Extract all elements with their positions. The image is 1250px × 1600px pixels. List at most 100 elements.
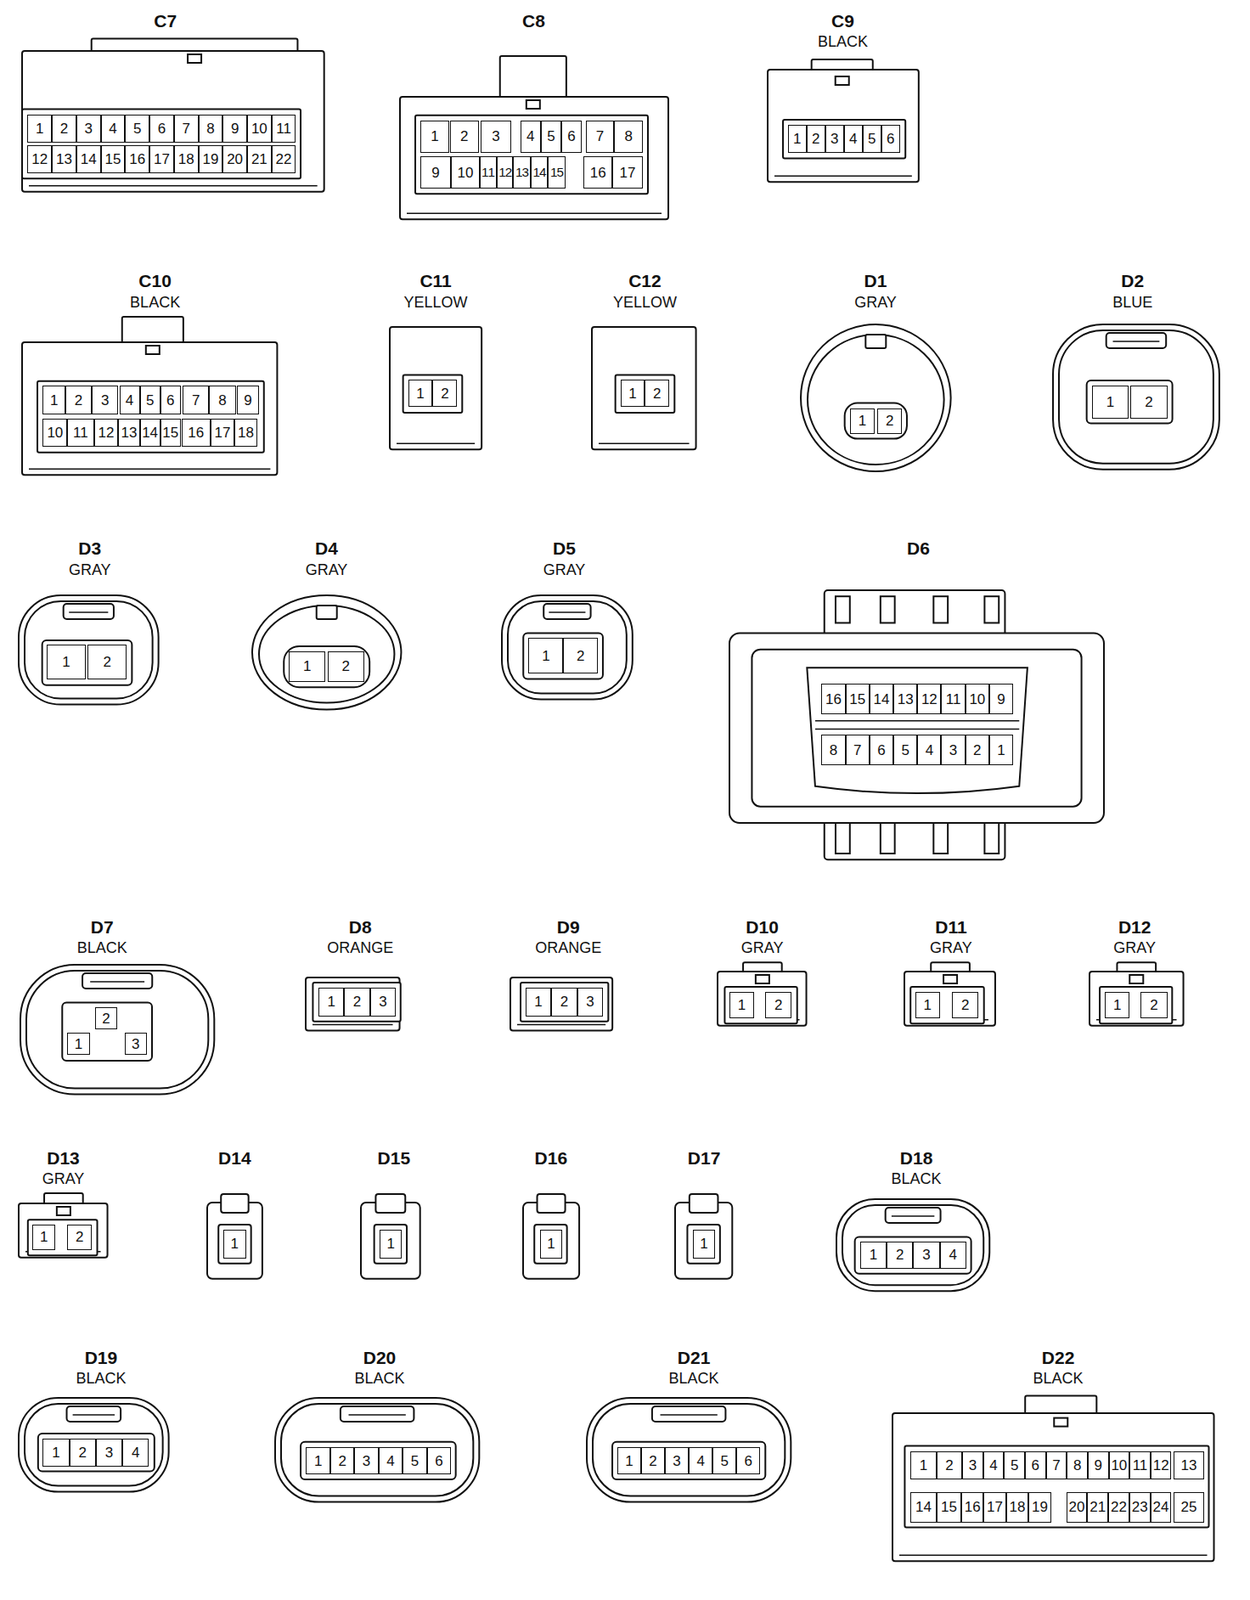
pin-cell: 9 [236,385,260,415]
housing-rail [406,213,662,215]
pin-cell: 21 [247,145,272,175]
connector-housing [904,971,996,1026]
housing-color: GRAY [741,940,784,956]
pin-number: 5 [900,743,909,758]
pin-cell: 1 [288,651,326,682]
pin-number: 11 [945,692,962,707]
connector-face: D2BLUE12 [1052,324,1220,470]
pin-cell: 4 [688,1447,713,1475]
pin-number: 8 [829,743,838,758]
pin-number: 13 [897,692,914,707]
connector-face: C712345678910111213141516171819202122 [22,50,325,192]
pin-cavity [520,982,609,1022]
pin-cell: 16 [583,156,613,189]
pin-cavity [37,1433,154,1471]
pin-cell: 6 [736,1447,761,1475]
pin-number: 24 [1153,1499,1170,1515]
pin-number: 1 [314,1453,322,1469]
pin-cavity [27,1219,97,1256]
pin-cell: 5 [712,1447,737,1475]
pin-cell: 5 [402,1447,427,1475]
connector-code: C9 [831,11,855,30]
pin-cell: 10 [247,114,272,144]
pin-cell: 16 [124,145,150,175]
pin-cell: 7 [585,120,615,153]
pin-cell: 24 [1150,1492,1172,1523]
pin-cell: 1 [46,644,86,680]
pin-number: 1 [50,393,58,408]
pin-cell: 17 [612,156,643,189]
pin-number: 5 [867,131,876,147]
pin-number: 4 [949,1247,958,1262]
pin-cell: 2 [343,987,370,1017]
pin-number: 6 [743,1453,752,1469]
housing-color: BLACK [669,1370,720,1386]
pin-cell: 15 [160,418,181,448]
pin-number: 1 [793,131,801,147]
pin-cell: 13 [51,145,77,175]
latch-tab [316,605,338,620]
pin-cell: 5 [140,385,161,415]
connector-housing [586,1397,791,1503]
pin-cell: 2 [563,637,598,674]
pin-cell: 2 [886,1241,913,1268]
pin-number: 7 [1052,1458,1060,1473]
pin-number: 1 [416,386,424,401]
pin-cell: 8 [198,114,224,144]
pin-cavity [300,1441,457,1480]
housing-color: BLACK [891,1171,942,1187]
pin-cell: 14 [76,145,102,175]
pin-cavity [313,982,401,1022]
pin-number: 2 [811,131,820,147]
pin-cell: 2 [330,1447,355,1475]
pin-number: 8 [218,393,226,408]
pin-number: 2 [342,658,350,674]
pin-cell: 3 [91,385,119,415]
connector-face: D11GRAY12 [904,971,996,1026]
pin-number: 1 [534,994,542,1009]
pin-cavity [283,646,370,687]
latch-line [659,1413,717,1416]
pin-number: 6 [434,1453,443,1469]
connector-code: D12 [1118,917,1152,936]
pin-number: 1 [869,1247,878,1262]
pin-cavity [612,1441,766,1480]
pin-cell: 1 [860,1241,887,1268]
housing-seal [842,1204,984,1285]
pin-number: 12 [97,425,114,440]
pin-number: 5 [146,393,154,408]
housing-seal [24,1403,164,1487]
pin-number: 3 [101,393,109,408]
pin-number: 1 [1106,394,1115,410]
pin-number: 1 [230,1236,239,1251]
pin-cell: 19 [198,145,224,175]
pin-number: 5 [546,129,555,144]
housing-color: ORANGE [326,940,394,956]
pin-number: 4 [125,393,134,408]
pin-number: 4 [989,1458,997,1473]
pin-cell: 1 [27,114,52,144]
pin-cavity [724,986,797,1024]
pin-number: 3 [922,1247,930,1262]
latch-tab [543,603,591,620]
pin-cell: 8 [613,120,643,153]
pin-number: 20 [226,152,243,167]
pin-cell: 1 [540,1229,563,1259]
pin-number: 6 [886,131,895,147]
housing-color: YELLOW [613,294,677,310]
pin-cavity [910,986,985,1024]
pin-cell: 1 [223,1229,246,1259]
connector-face: D20BLACK123456 [275,1397,479,1503]
pin-cell: 14 [869,683,894,715]
pin-number: 16 [590,165,607,181]
housing-seal [259,605,395,704]
latch-line [549,611,586,614]
pin-cell: 1 [620,379,646,407]
latch-tab [652,1406,727,1422]
pin-number: 2 [560,994,569,1009]
pin-cell: 2 [432,379,457,407]
latch-line [90,980,145,983]
pin-number: 22 [275,152,293,167]
pin-number: 18 [1009,1499,1026,1515]
pin-cell: 14 [530,156,548,189]
